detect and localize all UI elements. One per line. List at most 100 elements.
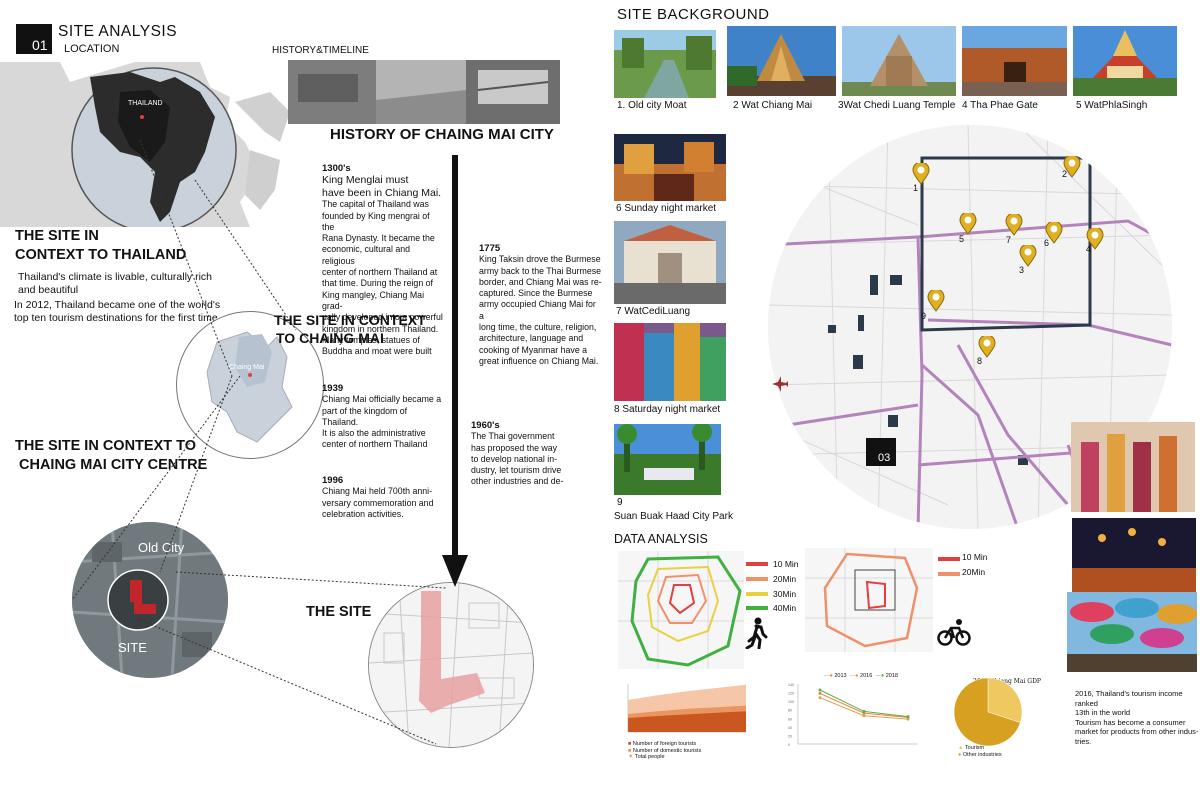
timeline-1775-line-3: captured. Since the Burmese: [479, 288, 593, 299]
timeline-1300-line-11: Many temples, statues of: [322, 334, 420, 345]
thailand-map: THAILAND: [0, 62, 290, 233]
timeline-1300-line-3: founded by King mengrai of the: [322, 210, 430, 232]
photo-wat-chiang-mai: [727, 26, 836, 96]
thailand-context-desc: Thailand's climate is livable, culturall…: [14, 271, 246, 325]
map-pin-5[interactable]: [959, 211, 977, 240]
line-y-tick: 0: [788, 743, 790, 747]
thailand-context-title-line2: CONTEXT TO THAILAND: [15, 247, 187, 263]
tourism-note-line-2: Tourism has become a consumer: [1075, 717, 1186, 727]
timeline-1939-line-2: It is also the administrative: [322, 428, 426, 439]
timeline-1300-line-9: ually developed into a powerful: [322, 312, 443, 323]
citycentre-context-title: THE SITE IN CONTEXT TO CHAING MAI CITY C…: [15, 437, 207, 475]
walk-legend-line-10: [746, 562, 768, 566]
map-pin-label-7: 7: [1006, 235, 1012, 245]
photo-sunday-market: [614, 134, 726, 201]
bike-isochrone-map: [805, 548, 933, 652]
bike-legend-line-20: [938, 572, 960, 576]
timeline-arrow: [442, 155, 468, 587]
map-pin-1[interactable]: [912, 161, 930, 190]
photo-caption-2: 2 Wat Chiang Mai: [733, 100, 813, 111]
map-pin-8[interactable]: [978, 334, 996, 363]
timeline-1939-line-3: center of northern Thailand: [322, 439, 428, 450]
connection-lines: [71, 139, 447, 745]
tourism-note-line-4: tries.: [1075, 736, 1092, 746]
pie-chart-title: 2016 Chiang Mai GDP: [973, 678, 1041, 685]
section-number: 01: [32, 37, 48, 53]
photo-caption-9: 9: [617, 497, 623, 508]
site-badge-number: 03: [878, 452, 891, 464]
pie-legend-tourism: Tourism: [964, 745, 985, 751]
photo-caption-5: 5 WatPhlaSingh: [1076, 100, 1148, 111]
old-city-label: Old City: [138, 540, 185, 555]
history-photo-strip: [288, 60, 560, 124]
photo-caption-4: 4 Tha Phae Gate: [962, 100, 1038, 111]
history-title: HISTORY OF CHAING MAI CITY: [330, 126, 554, 143]
map-pin-label-5: 5: [959, 234, 965, 244]
map-pin-label-2: 2: [1062, 169, 1068, 179]
area-legend-item-0: ■ Number of foreign tourists: [628, 741, 697, 747]
line-point-2-1: [862, 709, 866, 713]
timeline-1960: 1960's The Thai government has proposed …: [471, 420, 591, 488]
area-chart: [627, 684, 746, 733]
thailand-context-title: THE SITE IN CONTEXT TO THAILAND: [15, 227, 186, 265]
line-y-tick: 120: [788, 692, 794, 696]
bicycle-icon: [937, 618, 971, 651]
tourism-note-line-3: market for products from other indus-: [1075, 727, 1199, 736]
pie-legend-other: Other industries: [962, 752, 1002, 758]
map-pin-3[interactable]: [1019, 243, 1037, 272]
timeline-1775-line-8: great influence on Chiang Mai.: [479, 355, 599, 366]
history-timeline-label: HISTORY&TIMELINE: [272, 45, 369, 56]
timeline-1775-line-7: cooking of Myanmar have a: [479, 344, 588, 355]
site-title: THE SITE: [306, 604, 372, 620]
timeline-1960-year: 1960's: [471, 420, 500, 431]
photo-caption-7: 7 WatCediLuang: [616, 306, 691, 317]
timeline-1775-line-2: border, and Chiang Mai was re-: [479, 276, 602, 287]
timeline-1300-line-8: King mangley, Chiang Mai grad-: [322, 289, 425, 311]
photo-saturday-market: [614, 323, 726, 401]
timeline-1775-year: 1775: [479, 243, 501, 254]
map-pin-4[interactable]: [1086, 226, 1104, 255]
timeline-1996: 1996 Chiang Mai held 700th anni- versary…: [322, 475, 446, 520]
chiangmai-context-title-line1: THE SITE IN CONTEXT: [274, 312, 426, 328]
timeline-1300-line-5: economic, cultural and religious: [322, 244, 411, 266]
timeline-1960-line-0: The Thai government: [471, 431, 555, 442]
map-pin-label-1: 1: [913, 183, 919, 193]
timeline-1939: 1939 Chiang Mai officially became a part…: [322, 383, 444, 451]
walk-legend-20: 20Min: [773, 574, 797, 584]
walk-legend-line-40: [746, 606, 768, 610]
map-pin-6[interactable]: [1045, 220, 1063, 249]
bike-legend-10: 10 Min: [962, 552, 988, 562]
photo-caption-8: 8 Saturday night market: [614, 404, 721, 415]
line-legend-2013: 2013: [834, 673, 847, 679]
map-pin-7[interactable]: [1005, 212, 1023, 241]
thailand-label: THAILAND: [128, 100, 163, 107]
timeline-1775: 1775 King Taksin drove the Burmese army …: [479, 243, 603, 367]
map-pin-2[interactable]: [1063, 154, 1081, 183]
line-point-2-2: [906, 715, 910, 719]
map-pin-label-3: 3: [1019, 265, 1025, 275]
site-badge: 03: [866, 438, 896, 466]
chiangmai-context-title-line2: TO CHAING MAI: [276, 330, 384, 346]
timeline-1960-line-3: dustry, let tourism drive: [471, 465, 562, 476]
map-pin-9[interactable]: [927, 288, 945, 317]
timeline-1775-line-4: army occupied Chiang Mai for a: [479, 299, 596, 321]
timeline-1775-line-6: architecture, language and: [479, 333, 584, 344]
area-legend-item-1: ■ Number of domestic tourists: [628, 747, 702, 754]
thailand-context-title-line1: THE SITE IN: [15, 228, 99, 244]
timeline-1300: 1300's King Menglai must have been in Ch…: [322, 163, 444, 357]
map-pin-label-6: 6: [1044, 238, 1050, 248]
page-subtitle: LOCATION: [64, 43, 120, 55]
bike-legend-20: 20Min: [962, 567, 986, 577]
line-chart-legend: —● 2013 —● 2016 —● 2018: [824, 673, 898, 679]
airplane-icon: [771, 375, 789, 398]
chiangmai-context-title: THE SITE IN CONTEXT TO CHAING MAI: [274, 311, 426, 347]
walk-legend-30: 30Min: [773, 589, 797, 599]
line-point-1-1: [862, 714, 866, 718]
walk-legend-line-30: [746, 592, 768, 596]
thailand-desc-2: and beautiful: [18, 284, 79, 296]
line-point-0-0: [818, 691, 822, 695]
pie-slice-0: [987, 677, 1023, 723]
photo-caption-10: Suan Buak Haad City Park: [614, 511, 733, 522]
photo-lantern-festival: [1072, 518, 1196, 594]
